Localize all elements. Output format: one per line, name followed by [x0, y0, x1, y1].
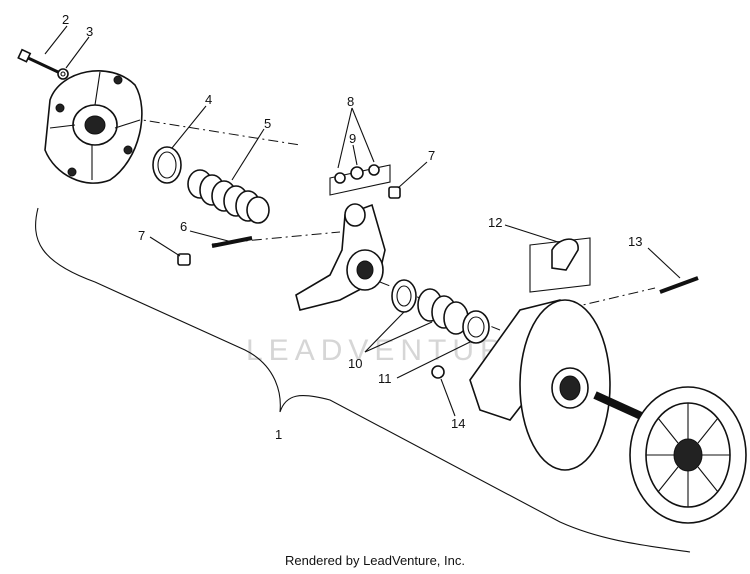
leader-7b — [397, 161, 428, 189]
nut-part-14 — [431, 365, 445, 379]
callout-6: 6 — [180, 219, 187, 234]
nut-part-7-left — [177, 253, 191, 266]
movable-sheave — [469, 299, 611, 471]
callout-3: 3 — [86, 24, 93, 39]
washer-part-3 — [57, 68, 69, 80]
bolt-part-2 — [17, 48, 59, 74]
footer-credit: Rendered by LeadVenture, Inc. — [285, 553, 465, 568]
fixed-sheave — [593, 386, 747, 524]
callout-7-left: 7 — [138, 228, 145, 243]
bushing-part-4 — [152, 146, 182, 184]
callout-9: 9 — [349, 131, 356, 146]
spider-arm — [295, 203, 386, 311]
leader-4 — [171, 105, 207, 149]
leader-8b — [351, 107, 375, 163]
callout-11: 11 — [378, 371, 392, 386]
leader-5 — [231, 128, 265, 181]
axis-line-upper — [129, 117, 301, 146]
spacer-part-11 — [462, 310, 490, 344]
cover-plate — [44, 70, 143, 184]
bearing-part-10 — [391, 279, 469, 335]
callout-5: 5 — [264, 116, 271, 131]
leader-13 — [647, 247, 681, 279]
callout-10: 10 — [348, 356, 362, 371]
leader-14 — [440, 378, 456, 417]
nut-part-7-right — [388, 186, 401, 199]
callout-13: 13 — [628, 234, 642, 249]
washer-hole — [60, 71, 66, 77]
leader-8a — [337, 107, 353, 169]
axis-line-right — [569, 287, 656, 309]
leader-12 — [504, 224, 559, 243]
callout-14: 14 — [451, 416, 465, 431]
leader-6 — [189, 230, 233, 243]
leader-9 — [352, 144, 358, 166]
leader-3 — [65, 36, 90, 69]
bolt-part-13 — [659, 276, 699, 294]
spring-part-5 — [187, 169, 270, 224]
callout-7-right: 7 — [428, 148, 435, 163]
weight-part-12 — [529, 237, 591, 293]
leader-10b — [364, 321, 433, 353]
leader-2 — [44, 25, 68, 55]
leader-11 — [396, 341, 471, 379]
leader-7a — [149, 236, 181, 257]
callout-2: 2 — [62, 12, 69, 27]
callout-4: 4 — [205, 92, 212, 107]
hardware-group-part-8-9 — [329, 164, 391, 196]
assembly-bracket — [35, 207, 691, 553]
callout-1: 1 — [275, 427, 282, 442]
callout-12: 12 — [488, 215, 502, 230]
callout-8: 8 — [347, 94, 354, 109]
leader-10a — [364, 311, 405, 353]
